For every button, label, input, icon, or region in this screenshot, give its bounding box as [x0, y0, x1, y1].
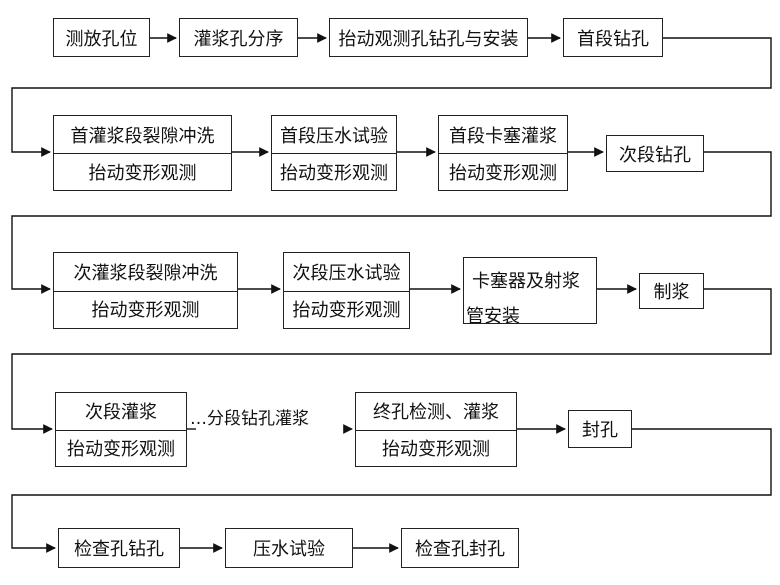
step-sublabel: 抬动变形观测	[449, 162, 557, 184]
step-label: 次段压水试验	[284, 253, 409, 292]
step-water-pressure-test: 压水试验	[225, 528, 353, 568]
step-label: 检查孔钻孔	[74, 539, 164, 560]
step-label: 首灌浆段裂隙冲洗	[54, 116, 231, 154]
step-label: 检查孔封孔	[415, 539, 505, 560]
step-next-segment-water-test: 次段压水试验 抬动变形观测	[283, 252, 410, 329]
step-first-segment-drilling: 首段钻孔	[563, 18, 663, 57]
step-sublabel: 抬动变形观测	[382, 438, 490, 460]
step-label: 压水试验	[253, 539, 325, 560]
step-label: 次段灌浆	[56, 393, 186, 431]
step-label: 封孔	[582, 420, 618, 441]
step-sublabel: 抬动变形观测	[91, 300, 200, 322]
step-inspection-hole-drilling: 检查孔钻孔	[58, 528, 180, 568]
step-label: 次灌浆段裂隙冲洗	[54, 253, 237, 292]
step-first-segment-water-test: 首段压水试验 抬动变形观测	[271, 115, 397, 191]
step-grouting-hole-sequencing: 灌浆孔分序	[179, 18, 298, 57]
step-hole-sealing: 封孔	[568, 410, 632, 448]
step-next-segment-grouting: 次段灌浆 抬动变形观测	[55, 392, 187, 467]
step-sublabel: 抬动变形观测	[280, 162, 388, 184]
step-label: 首段钻孔	[577, 28, 649, 50]
step-sublabel: 抬动变形观测	[67, 438, 175, 460]
step-label: 测放孔位	[65, 28, 138, 50]
step-first-segment-packer-grouting: 首段卡塞灌浆 抬动变形观测	[438, 115, 568, 191]
step-next-segment-drilling: 次段钻孔	[606, 135, 704, 172]
step-label: 首段压水试验	[272, 116, 396, 154]
step-label-line1: 卡塞器及射浆	[472, 271, 580, 292]
step-label: 抬动观测孔钻孔与安装	[338, 28, 519, 50]
return-arrow-2	[11, 151, 772, 294]
staged-drilling-grouting-connector: …分段钻孔灌浆	[190, 409, 309, 429]
step-sublabel: 抬动变形观测	[292, 300, 401, 322]
step-label: 首段卡塞灌浆	[439, 116, 567, 154]
step-packer-injection-pipe-install: 卡塞器及射浆 管安装	[463, 257, 597, 324]
step-label: 灌浆孔分序	[193, 28, 284, 50]
step-first-segment-fissure-flushing: 首灌浆段裂隙冲洗 抬动变形观测	[53, 115, 232, 191]
return-arrow-4	[11, 428, 772, 553]
step-grout-mixing: 制浆	[639, 273, 704, 309]
step-survey-hole-positions: 测放孔位	[53, 18, 150, 57]
return-arrow-1	[11, 37, 772, 157]
step-final-hole-inspection-grouting: 终孔检测、灌浆 抬动变形观测	[355, 392, 517, 467]
step-label: 次段钻孔	[619, 144, 691, 166]
step-next-segment-fissure-flushing: 次灌浆段裂隙冲洗 抬动变形观测	[53, 252, 238, 329]
step-label: 制浆	[653, 282, 690, 303]
step-label: 终孔检测、灌浆	[356, 393, 516, 431]
return-arrow-3	[11, 288, 772, 434]
step-sublabel: 抬动变形观测	[88, 162, 197, 184]
step-inspection-hole-sealing: 检查孔封孔	[401, 528, 519, 568]
step-uplift-observation-hole-install: 抬动观测孔钻孔与安装	[329, 18, 528, 57]
step-label-line2: 管安装	[466, 306, 520, 324]
